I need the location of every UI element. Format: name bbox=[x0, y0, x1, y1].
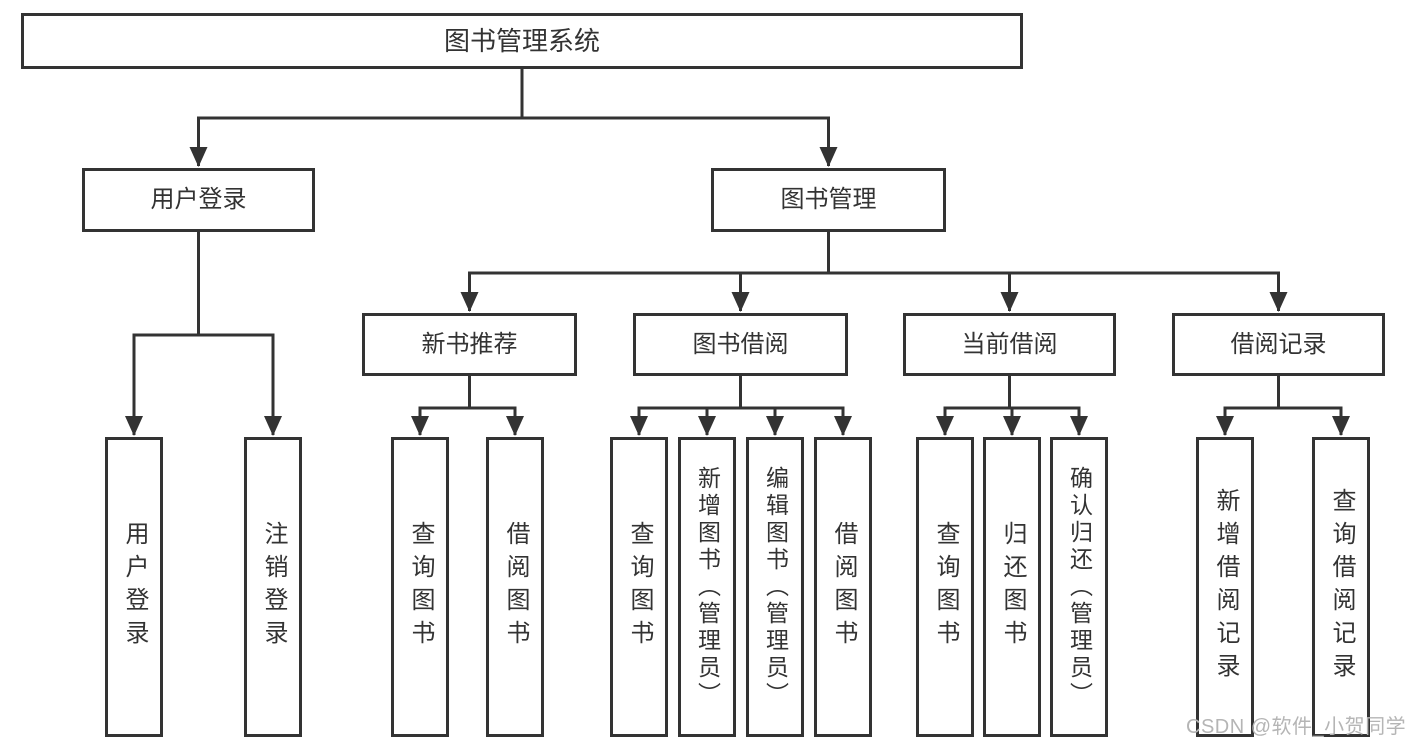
leaf-edit-books-admin: 编辑图书（管理员） bbox=[746, 437, 804, 737]
leaf-query-books-recommend: 查询图书 bbox=[391, 437, 449, 737]
leaf-query-books-borrow: 查询图书 bbox=[610, 437, 668, 737]
leaf-borrow-books: 借阅图书 bbox=[814, 437, 872, 737]
node-new-book-recommendation: 新书推荐 bbox=[362, 313, 577, 376]
node-current-borrowing: 当前借阅 bbox=[903, 313, 1116, 376]
node-book-management: 图书管理 bbox=[711, 168, 946, 232]
leaf-confirm-return-admin: 确认归还（管理员） bbox=[1050, 437, 1108, 737]
leaf-borrow-books-recommend: 借阅图书 bbox=[486, 437, 544, 737]
leaf-user-login: 用户登录 bbox=[105, 437, 163, 737]
leaf-logout: 注销登录 bbox=[244, 437, 302, 737]
leaf-query-books-current: 查询图书 bbox=[916, 437, 974, 737]
node-library-management-system: 图书管理系统 bbox=[21, 13, 1023, 69]
leaf-add-books-admin: 新增图书（管理员） bbox=[678, 437, 736, 737]
csdn-watermark: CSDN @软件_小贺同学 bbox=[1186, 716, 1405, 738]
node-book-borrowing: 图书借阅 bbox=[633, 313, 848, 376]
leaf-add-borrow-record: 新增借阅记录 bbox=[1196, 437, 1254, 737]
node-borrowing-records: 借阅记录 bbox=[1172, 313, 1385, 376]
leaf-query-borrow-record: 查询借阅记录 bbox=[1312, 437, 1370, 737]
leaf-return-books: 归还图书 bbox=[983, 437, 1041, 737]
connector-lines bbox=[125, 69, 1350, 436]
node-user-login: 用户登录 bbox=[82, 168, 315, 232]
